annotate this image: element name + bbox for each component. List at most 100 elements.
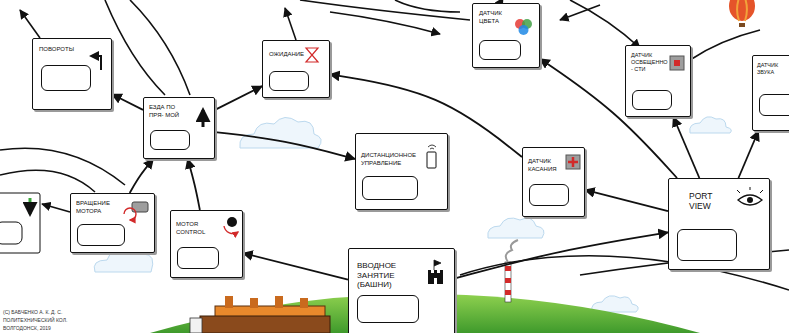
answer-field <box>632 90 672 110</box>
cloud <box>592 296 639 312</box>
arrow-connector <box>188 159 200 210</box>
factory-illustration <box>190 296 330 333</box>
card-title: ДАТЧИК ОСВЕЩЕННО- СТИ <box>631 52 669 73</box>
answer-field <box>529 184 569 206</box>
eye-outline <box>738 195 762 205</box>
card-title: PORT VIEW <box>689 191 719 211</box>
lesson-card: ДАТЧИК ЦВЕТА <box>472 3 540 68</box>
touch-sensor-icon <box>566 155 580 169</box>
remote-body <box>427 152 436 168</box>
sensor-button <box>568 157 578 167</box>
cloud <box>488 218 544 238</box>
card-title: ДАТЧИК КАСАНИЯ <box>528 158 568 173</box>
tower-door <box>434 278 437 284</box>
arrow-connector <box>738 131 758 178</box>
arrow-line <box>105 0 165 95</box>
card-title: ДИСТАНЦИОННОЕ УПРАВЛЕНИЕ <box>361 152 433 167</box>
arrow-connector <box>130 159 154 193</box>
arrow-line <box>300 0 470 20</box>
control-knob <box>227 217 237 227</box>
motor-body <box>132 202 148 212</box>
arrow-connector <box>673 117 699 178</box>
card-title: ВВОДНОЕ ЗАНЯТИЕ (БАШНИ) <box>357 261 431 290</box>
factory-chimney <box>275 296 283 308</box>
sensor-body <box>566 155 580 169</box>
answer-field <box>759 94 789 116</box>
answer-field <box>357 295 419 323</box>
answer-field <box>41 65 91 91</box>
lesson-card: PORT VIEW <box>668 178 770 270</box>
lesson-card: ДАТЧИК ОСВЕЩЕННО- СТИ <box>625 45 691 117</box>
lesson-card: ПОВОРОТЫ <box>32 38 112 110</box>
cloud <box>240 117 321 148</box>
arrow-connector <box>243 253 348 279</box>
arrow-connector <box>112 94 143 110</box>
answer-field <box>269 71 309 91</box>
hourglass <box>306 48 318 62</box>
tower-icon <box>428 260 443 284</box>
lesson-card: ОЖИДАНИЕ <box>262 40 330 98</box>
flag <box>434 260 441 270</box>
card-title: ДАТЧИК ЗВУКА <box>757 62 789 76</box>
eye-pupil <box>747 197 753 203</box>
arrow-connector <box>215 132 355 159</box>
partial-card <box>0 193 40 253</box>
arrow-line <box>395 0 460 12</box>
motor-icon <box>124 202 148 220</box>
color-circle <box>515 19 525 29</box>
lesson-card: ДИСТАНЦИОННОЕ УПРАВЛЕНИЕ <box>355 133 448 210</box>
arrow-line <box>690 30 760 60</box>
arrow-connector <box>215 86 262 110</box>
arrow-line <box>20 10 40 38</box>
arrow-line <box>0 148 125 185</box>
lesson-card: ДАТЧИК ЗВУКА <box>752 55 789 131</box>
rotation-arrow <box>224 226 238 234</box>
arrow-line <box>0 170 95 192</box>
lesson-card: ДАТЧИК КАСАНИЯ <box>522 147 585 217</box>
answer-field <box>177 247 219 269</box>
light-sensor-icon <box>670 56 684 70</box>
chimney-body <box>505 262 511 302</box>
hourglass-icon <box>306 48 318 62</box>
copyright-note: ПОЛИТЕХНИЧЕСКИЙ КОЛ. <box>3 317 67 323</box>
arrow-connector <box>455 232 668 278</box>
straight-arrow-icon <box>202 110 205 127</box>
answer-field <box>677 229 737 261</box>
cloud <box>690 117 732 133</box>
signal-waves <box>428 145 436 149</box>
turn-icon <box>91 56 101 70</box>
copyright-note: (С) БАБЧЕНКО А. К. Д. С. <box>3 309 62 315</box>
arrow-line <box>130 0 190 95</box>
answer-field <box>479 40 521 60</box>
rotation-arrow <box>124 208 136 220</box>
color-circle <box>522 19 532 29</box>
chimney-stripe <box>505 290 511 295</box>
answer-field <box>150 130 190 150</box>
card-title: ЕЗДА ПО ПРЯ- МОЙ <box>149 104 189 119</box>
card-title: ВРАЩЕНИЕ МОТОРА <box>76 200 128 215</box>
balloon-envelope <box>729 0 755 21</box>
eye-lashes <box>737 187 763 193</box>
sensor-eye <box>674 60 680 66</box>
factory-chimney <box>300 298 308 308</box>
hot-air-balloon <box>729 0 755 27</box>
tower-chimney <box>505 240 518 302</box>
arrow-line <box>570 0 640 48</box>
lesson-card: MOTOR CONTROL <box>170 210 243 278</box>
card-title: MOTOR CONTROL <box>176 221 216 236</box>
smoke <box>506 240 518 262</box>
chimney-stripe <box>505 278 511 283</box>
lesson-card: ВВОДНОЕ ЗАНЯТИЕ (БАШНИ) <box>348 248 455 333</box>
factory-chimney <box>225 296 233 308</box>
tower <box>428 270 443 284</box>
balloon-basket <box>739 23 745 27</box>
eye-icon <box>737 187 763 205</box>
sensor-body <box>670 56 684 70</box>
chimney-stripe <box>505 266 511 271</box>
copyright-note: ВОЛГОДОНСК, 2019 <box>3 325 51 331</box>
arrow-line <box>42 204 70 212</box>
factory-base <box>200 316 330 333</box>
motor-control-icon <box>224 217 238 234</box>
factory-tank <box>190 318 202 333</box>
